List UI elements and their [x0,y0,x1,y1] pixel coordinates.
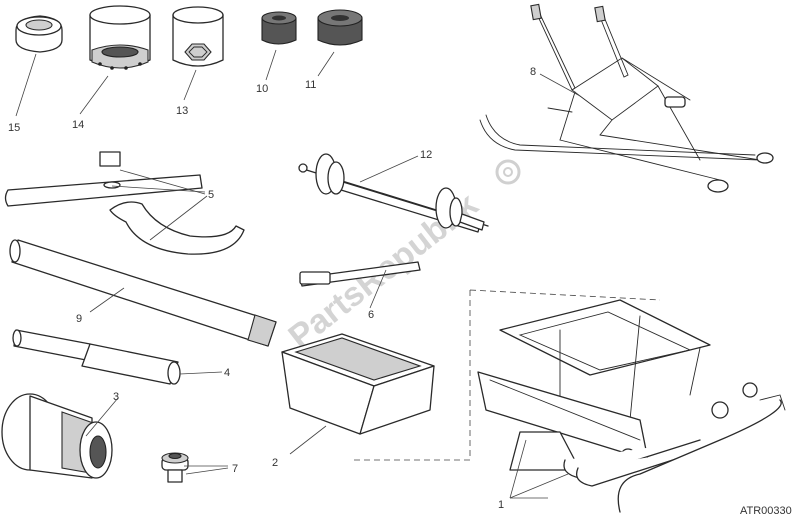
callouts: 15 14 13 10 11 8 5 12 9 6 4 3 2 7 1 [8,66,536,511]
callout-11: 11 [305,79,316,91]
callout-14: 14 [72,119,84,131]
part-2-tray [281,333,435,435]
reference-code: ATR00330 [740,505,792,517]
part-10-bush [261,11,297,45]
callout-10: 10 [256,83,268,95]
part-9-tube [9,239,277,347]
callout-5: 5 [208,189,214,201]
part-6-rod [299,261,421,287]
part-1-lift-stand [477,299,786,513]
part-11-bush [317,9,363,46]
callout-4: 4 [224,367,230,379]
part-13-hex-socket [172,6,224,67]
callout-3: 3 [113,391,119,403]
callout-2: 2 [272,457,278,469]
part-12-shaft [298,153,489,233]
callout-15: 15 [8,122,20,134]
part-3-adaptor [1,393,113,479]
part-4-tool [12,329,181,385]
callout-7: 7 [232,463,238,475]
callout-9: 9 [76,313,82,325]
callout-1: 1 [498,499,504,511]
part-1-group-bracket [350,289,661,461]
callout-6: 6 [368,309,374,321]
callout-8: 8 [530,66,536,78]
part-14-socket [89,5,151,70]
callout-12: 12 [420,149,432,161]
part-8-rear-stand [479,3,774,193]
part-15-cap [15,15,63,53]
leader-lines [15,49,581,499]
part-5-wrench-set [4,151,245,255]
part-7-screws [161,452,189,483]
watermark-gear-icon [495,159,521,185]
callout-13: 13 [176,105,188,117]
